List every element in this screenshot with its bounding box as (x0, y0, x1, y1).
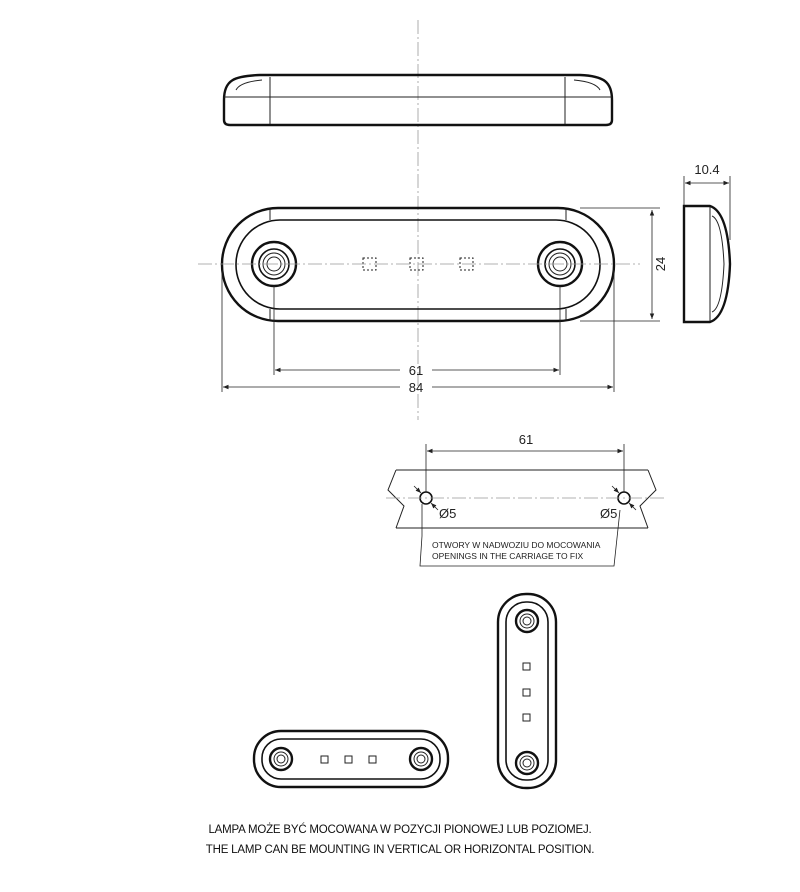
dimension-height: 24 (580, 207, 668, 322)
dim-hole-spacing-label: 61 (409, 363, 423, 378)
dim-mount-spacing-label: 61 (519, 432, 533, 447)
footer-note-english: THE LAMP CAN BE MOUNTING IN VERTICAL OR … (205, 844, 595, 856)
lamp-side-profile (222, 73, 614, 127)
lamp-vertical-position (496, 592, 558, 790)
dim-hole-dia-right: Ø5 (600, 506, 617, 521)
mount-note-pl: OTWORY W NADWOZIU DO MOCOWANIA (432, 540, 601, 550)
dimension-depth: 10.4 (683, 162, 731, 240)
mount-note-en: OPENINGS IN THE CARRIAGE TO FIX (432, 551, 583, 561)
dim-depth-label: 10.4 (694, 162, 719, 177)
mounting-holes-detail: 61 Ø5 Ø5 OTWORY W NADWOZIU DO MOCOWANIA … (386, 432, 664, 567)
dim-height-label: 24 (653, 257, 668, 271)
lamp-side-view (682, 204, 732, 324)
dim-overall-length-label: 84 (409, 380, 423, 395)
lamp-horizontal-position (252, 729, 450, 789)
dim-hole-dia-left: Ø5 (439, 506, 456, 521)
dimension-overall-length: 84 (221, 270, 615, 395)
footer-note-polish: LAMPA MOŻE BYĆ MOCOWANA W POZYCJI PIONOW… (208, 824, 592, 836)
lamp-front-view (198, 206, 640, 323)
led-3 (459, 257, 474, 271)
dimension-hole-spacing: 61 (273, 286, 561, 378)
